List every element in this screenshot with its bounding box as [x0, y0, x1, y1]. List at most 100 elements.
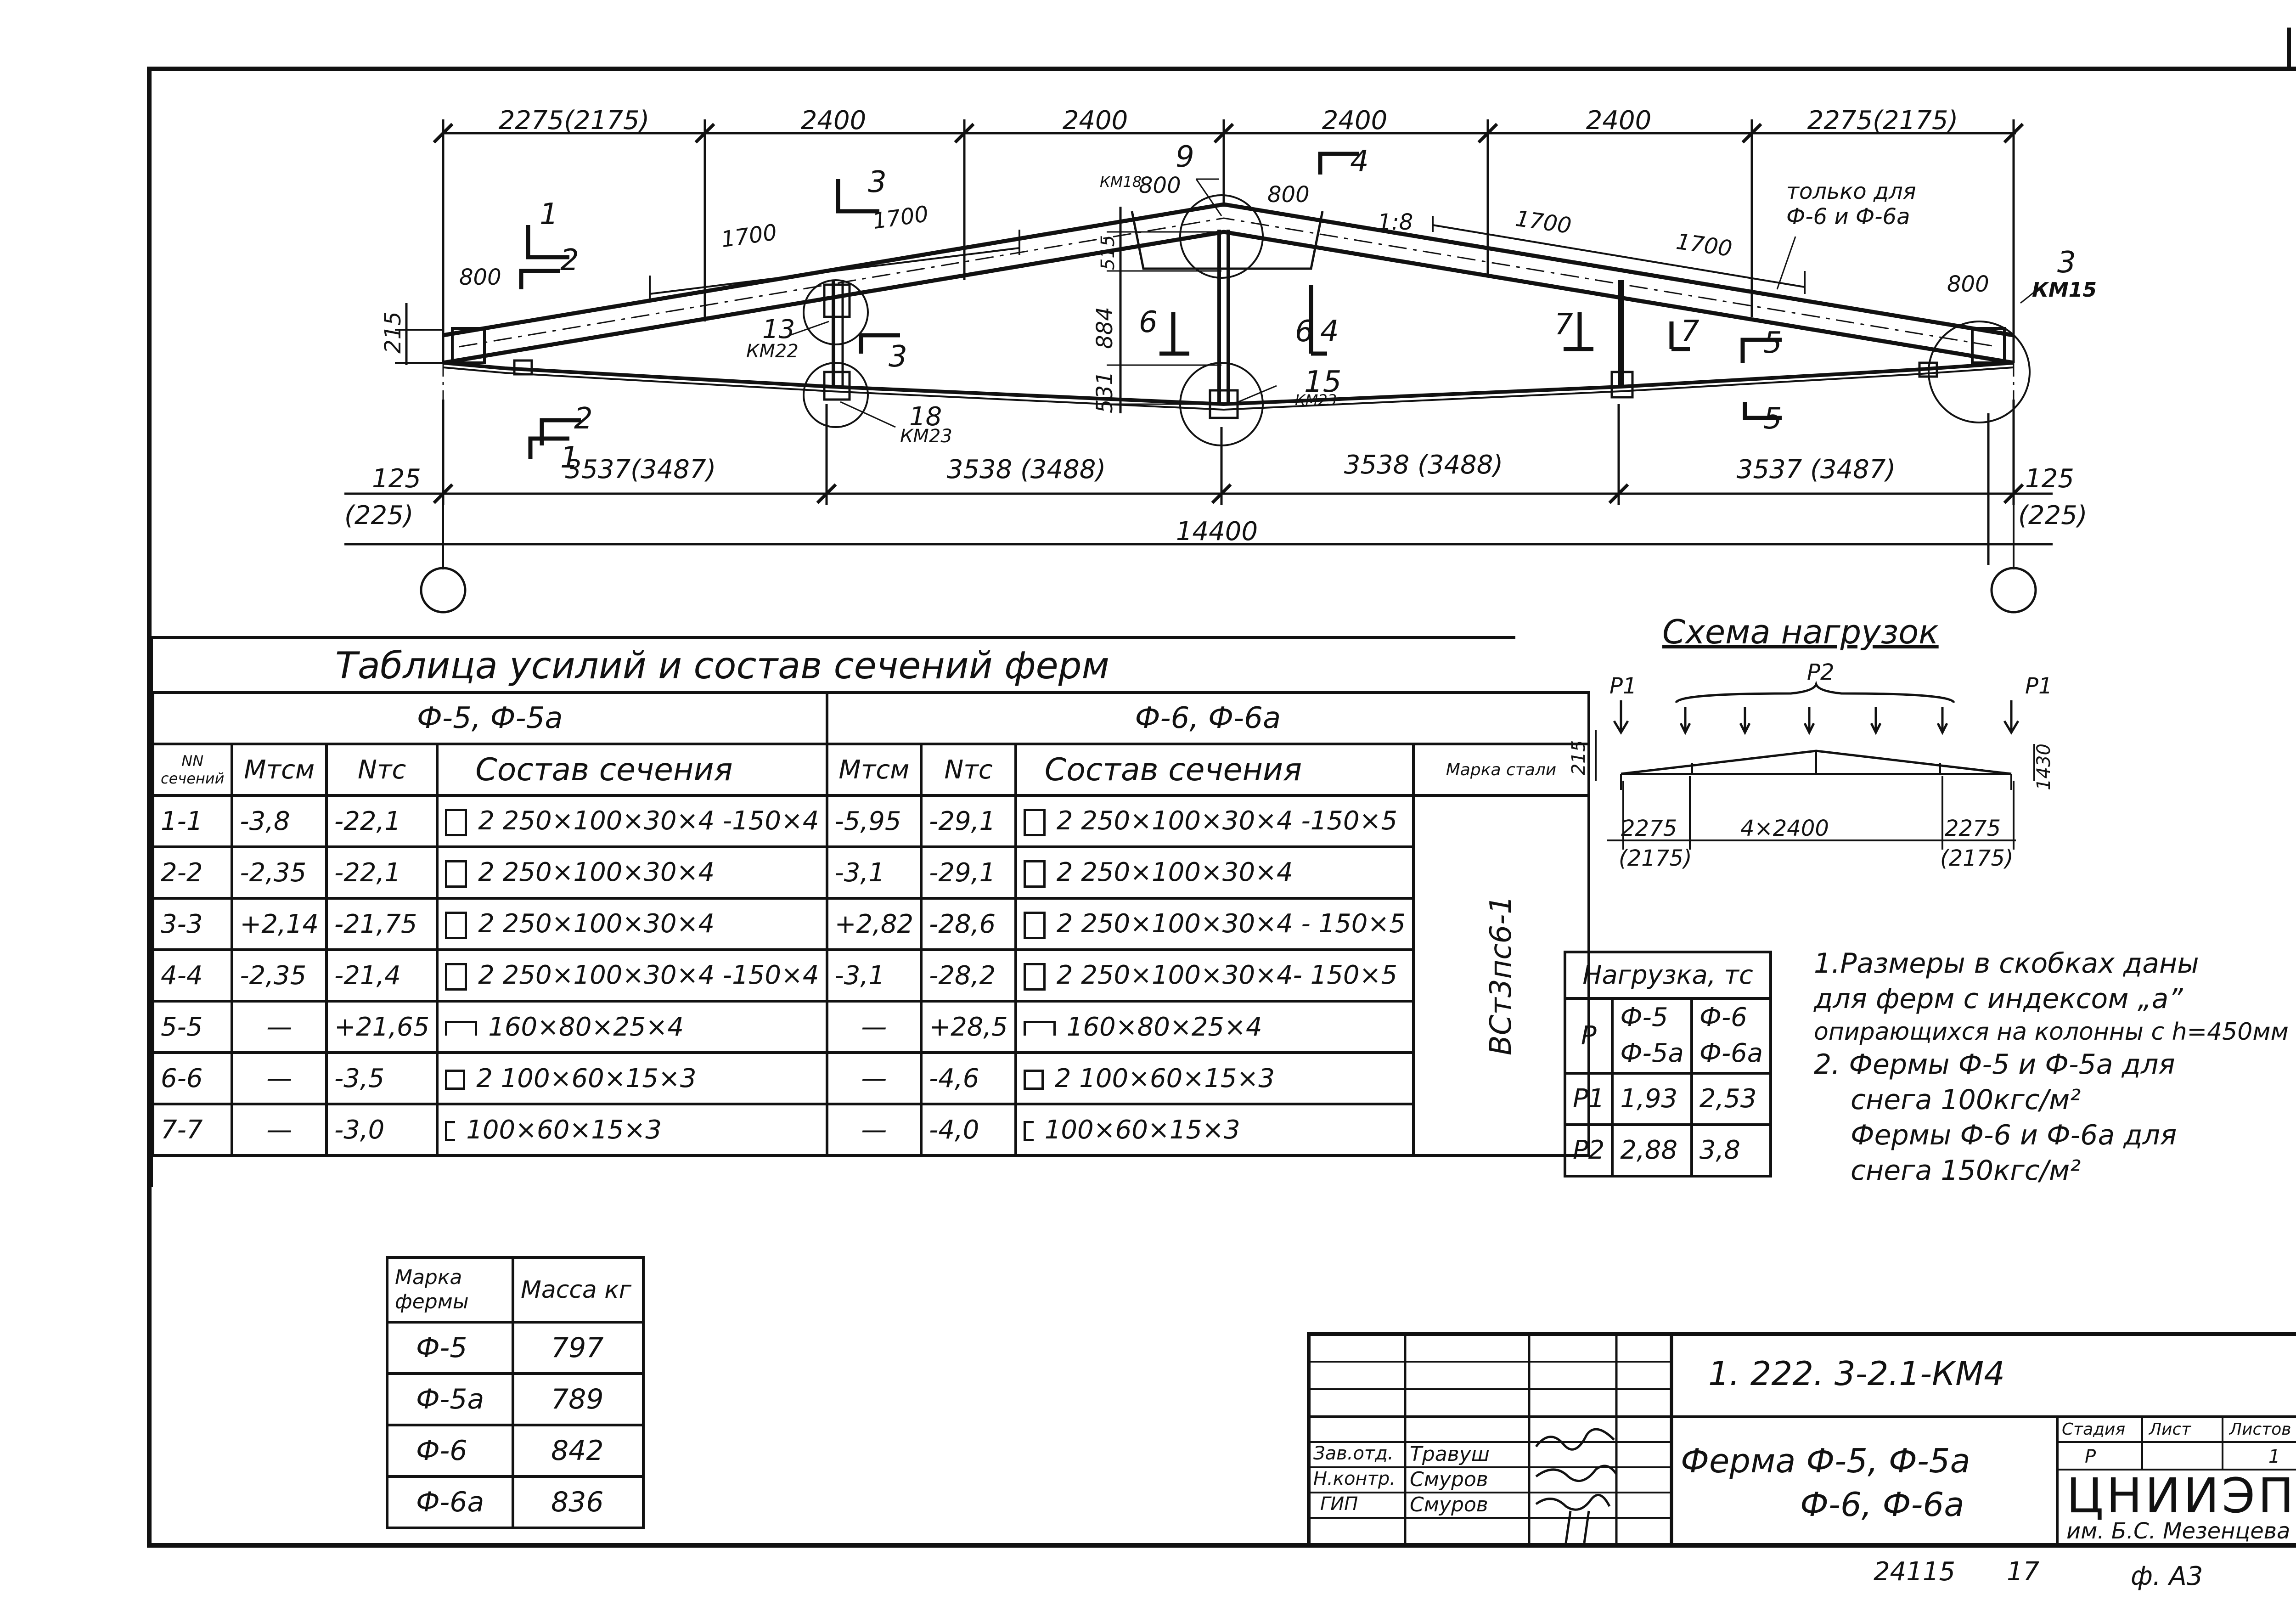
row-3-s2: 2 250×100×30×4 - 150×5: [1014, 897, 1415, 951]
load-dim-2: 4×2400: [1740, 816, 1829, 841]
table-row: P1 1,93 2,53: [1563, 1071, 1773, 1126]
row-7-n1: -3,0: [325, 1103, 439, 1157]
end-dim-left: 125: [372, 464, 421, 494]
dim-bottom-2: 3538 (3488): [946, 455, 1106, 485]
note-line-5: снега 100кгс/м²: [1851, 1083, 2081, 1116]
row-6-s1-text: 2 100×60×15×3: [476, 1063, 697, 1093]
row-1-m2: -5,95: [825, 794, 923, 848]
steel-grade: ВСт3пс6-1: [1484, 895, 1518, 1056]
section-5-bot: 5: [1763, 402, 1782, 436]
table-row: 2-2 -2,35 -22,1 2 250×100×30×4 -3,1 -29,…: [151, 845, 1589, 900]
header-m2: Мтсм: [825, 743, 923, 797]
row-1-s1-text: 2 250×100×30×4 -150×4: [478, 806, 819, 836]
row-1-n1: -22,1: [325, 794, 439, 848]
node-9-num: 9: [1176, 140, 1194, 174]
load-col-1-a: Ф-5: [1620, 1003, 1668, 1032]
load-p-label: P: [1563, 997, 1614, 1075]
row-3-n2: -28,6: [920, 897, 1017, 951]
table-row: P2 2,88 3,8: [1563, 1123, 1773, 1177]
row-6-n2: -4,6: [920, 1051, 1017, 1105]
row-5-m2: —: [825, 1000, 923, 1054]
dim-top-4: 2400: [1322, 106, 1388, 135]
footer-number-1: 24115: [1874, 1557, 1956, 1587]
note-only-for: только для Ф-6 и Ф-6а: [1786, 179, 1916, 230]
row-7-s1: 100×60×15×3: [436, 1103, 828, 1157]
table-row: 6-6 — -3,5 2 100×60×15×3 — -4,6 2 100×60…: [151, 1051, 1589, 1105]
row-2-n2: -29,1: [920, 845, 1017, 900]
load-row-1-v2: 2,53: [1690, 1071, 1773, 1126]
header-section-2: Состав сечения: [1014, 743, 1415, 797]
load-dim-alt-2: (2175): [1940, 845, 2014, 871]
person-3-name: Смуров: [1410, 1493, 1488, 1516]
row-3-n: 3-3: [151, 897, 234, 951]
row-5-s2: 160×80×25×4: [1014, 1000, 1415, 1054]
node-13-num: 13: [762, 315, 795, 344]
header-n2: Nтс: [920, 743, 1017, 797]
mass-row-1-mark: Ф-5: [386, 1321, 514, 1375]
mass-header-mark: Марка фермы: [386, 1256, 514, 1324]
force-table-group-2: Ф-6, Ф-6а: [825, 691, 1591, 745]
row-7-n2: -4,0: [920, 1103, 1017, 1157]
table-row: 4-4 -2,35 -21,4 2 250×100×30×4 -150×4 -3…: [151, 948, 1589, 1003]
double-channel-icon: [445, 911, 467, 939]
table-row: 1-1 -3,8 -22,1 2 250×100×30×4 -150×4 -5,…: [151, 794, 1591, 1157]
double-channel-icon: [445, 963, 467, 991]
load-row-1-label: P1: [1563, 1071, 1614, 1126]
note-line-2: для ферм с индексом „а”: [1814, 982, 2183, 1015]
row-3-m2: +2,82: [825, 897, 923, 951]
row-7-m1: —: [231, 1103, 328, 1157]
section-5-top: 5: [1763, 326, 1782, 360]
load-p1-left: P1: [1609, 673, 1637, 699]
section-2-top: 2: [560, 243, 579, 277]
row-1-s2-text: 2 250×100×30×4 -150×5: [1056, 806, 1398, 836]
section-6-left: 6: [1139, 305, 1158, 339]
section-2-bot: 2: [574, 402, 593, 436]
row-4-n: 4-4: [151, 948, 234, 1003]
row-2-n1: -22,1: [325, 845, 439, 900]
sheet-format: ф. А3: [2131, 1561, 2203, 1591]
person-1-name: Травуш: [1410, 1442, 1490, 1466]
force-table-group-1: Ф-5, Ф-5а: [152, 691, 828, 745]
note-line-3: опирающихся на колонны с h=450мм: [1814, 1018, 2289, 1046]
double-channel-icon: [1023, 911, 1046, 939]
row-2-s1: 2 250×100×30×4: [436, 845, 828, 900]
node-3-num: 3: [2057, 246, 2076, 280]
node-15-num: 15: [1304, 365, 1342, 399]
org-subtitle: им. Б.С. Мезенцева: [2066, 1518, 2290, 1544]
sheet-header: Лист: [2149, 1420, 2191, 1439]
row-6-s2-text: 2 100×60×15×3: [1054, 1063, 1275, 1093]
load-dim-1: 2275: [1621, 816, 1677, 841]
load-dim-3: 2275: [1945, 816, 2001, 841]
row-3-s1-text: 2 250×100×30×4: [478, 909, 715, 939]
load-row-2-v1: 2,88: [1611, 1123, 1693, 1177]
row-7-m2: —: [825, 1103, 923, 1157]
double-channel-icon: [1023, 963, 1046, 991]
load-col-1-b: Ф-5а: [1620, 1038, 1684, 1069]
note-line-4: 2. Фермы Ф-5 и Ф-5а для: [1814, 1048, 2175, 1081]
mass-row-3-mass: 842: [512, 1424, 645, 1478]
person-3-role: ГИП: [1320, 1493, 1358, 1515]
person-1-role: Зав.отд.: [1313, 1443, 1394, 1464]
row-2-s1-text: 2 250×100×30×4: [478, 857, 715, 888]
double-bracket-icon: [1023, 1070, 1044, 1090]
row-5-n: 5-5: [151, 1000, 234, 1054]
height-left: 215: [380, 311, 406, 354]
node-13-ref: КМ22: [746, 341, 799, 362]
org-logo: ЦНИИЭП: [2066, 1468, 2296, 1524]
note-line-7: снега 150кгс/м²: [1851, 1154, 2081, 1187]
header-m1: Мтсм: [231, 743, 328, 797]
row-4-m2: -3,1: [825, 948, 923, 1003]
row-2-m1: -2,35: [231, 845, 328, 900]
section-4-bot: 4: [1320, 315, 1339, 349]
row-3-n1: -21,75: [325, 897, 439, 951]
row-1-n: 1-1: [151, 794, 234, 848]
force-table: Ф-5, Ф-5а Ф-6, Ф-6а NN сечений Мтсм Nтс …: [151, 691, 1591, 1157]
height-mid-3: 531: [1092, 371, 1118, 413]
double-channel-icon: [445, 860, 467, 888]
